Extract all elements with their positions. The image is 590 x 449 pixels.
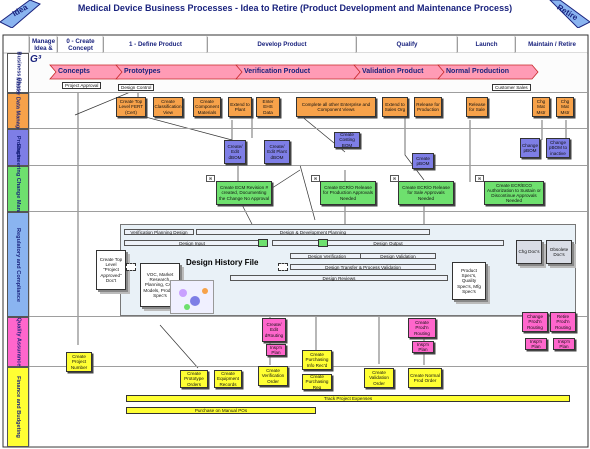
marker-design-input-milestone bbox=[258, 239, 268, 247]
retire-flag: Retire bbox=[542, 0, 590, 28]
qa-create-prodn-routing: Create Prod'n Routing bbox=[408, 318, 436, 338]
ecm-document-icon-3: ✉ bbox=[390, 175, 399, 182]
tag-project-approval: Project Approval bbox=[62, 82, 102, 89]
fin-track-project-expenses: Track Project Expenses bbox=[126, 395, 570, 402]
stage-prototypes: Prototypes bbox=[124, 68, 161, 75]
prod-change-pbom-inactive: Change pBOM to inactive bbox=[546, 138, 570, 158]
ecm-document-icon-1: ✉ bbox=[206, 175, 215, 182]
reg-chg-docs: Chg Doc's bbox=[516, 240, 542, 264]
stage-concepts: Concepts bbox=[58, 68, 90, 75]
marker-doc-start bbox=[126, 263, 136, 271]
marker-transfer-start bbox=[278, 263, 288, 271]
phase-maintain-retire: Maintain / Retire bbox=[515, 37, 588, 52]
lane-band-ecm bbox=[29, 166, 587, 212]
md-extend-to-plant: Extend to Plant bbox=[228, 97, 252, 117]
fin-create-equipment-records: Create Equipment Records bbox=[214, 370, 242, 388]
fin-create-prototype-orders: Create Prototype Orders bbox=[180, 370, 208, 388]
lane-band-products bbox=[29, 129, 587, 166]
fin-create-purchasing-req: Create Purchasing Req bbox=[302, 374, 332, 390]
prod-change-pbom: Change pBOM bbox=[520, 138, 540, 158]
fin-create-verification-order: Create Verification Order bbox=[258, 366, 288, 386]
tag-customer-sales: Customer Sales bbox=[492, 84, 531, 91]
ecm-document-icon-2: ✉ bbox=[311, 175, 320, 182]
fin-create-purchasing-info: Create Purchasing Info Rec'd bbox=[302, 350, 332, 370]
bar-design-validation: Design Validation bbox=[360, 253, 436, 259]
md-complete-all-views: Complete all other Enterprise and Compon… bbox=[296, 97, 376, 117]
qa-create-edit-drouting: Create/ Edit dRouting bbox=[262, 318, 286, 342]
fin-create-validation-order: Create Validation Order bbox=[364, 368, 394, 388]
prod-create-costing-bom: Create Costing BOM bbox=[334, 132, 360, 148]
marker-design-output-milestone bbox=[318, 239, 328, 247]
dhf-folder-icon bbox=[170, 280, 214, 314]
md-release-for-sale: Release for Sale bbox=[466, 97, 488, 117]
lane-label-master-data: Master Data Management bbox=[7, 77, 29, 145]
qa-inspn-plan-3: Insp'n Plan bbox=[525, 338, 547, 350]
diagram-title: Medical Device Business Processes - Idea… bbox=[77, 3, 513, 13]
tag-design-control: Design Control bbox=[118, 84, 155, 91]
md-release-for-production: Release for Production bbox=[414, 97, 442, 117]
fin-create-normal-prod-order: Create Normal Prod Order bbox=[408, 368, 442, 388]
lane-label-business-phase: Business Phase bbox=[7, 52, 29, 94]
lane-label-products: Products bbox=[7, 129, 29, 166]
qa-inspn-plan-4: Insp'n Plan bbox=[553, 338, 575, 350]
md-chg-mat-mstr-2: Chg Mat Mstr bbox=[556, 97, 574, 117]
lane-band-master-data bbox=[29, 93, 587, 129]
stage-normal-production: Normal Production bbox=[446, 68, 510, 75]
md-create-classification-view: Create Classification View bbox=[153, 97, 183, 117]
prod-create-pbom: Create pBOM bbox=[412, 153, 434, 169]
reg-product-specs: Product Spec's, Quality Spec's, Mfg Spec… bbox=[452, 262, 486, 300]
bar-design-input: Design Input bbox=[124, 240, 260, 246]
qa-inspn-plan-2: Insp'n Plan bbox=[412, 341, 434, 353]
ecm-release-for-production: Create ECR/O Release for Production Appr… bbox=[320, 181, 376, 205]
bar-design-output: Design Output bbox=[272, 240, 504, 246]
stage-validation-product: Validation Product bbox=[362, 68, 424, 75]
reg-design-history-file: Design History File bbox=[186, 258, 259, 267]
md-enter-ehs-data: Enter EHS Data bbox=[256, 97, 280, 117]
qa-retire-prodn-routing: Retire Prod'n Routing bbox=[550, 312, 576, 332]
bar-verification-planning: Verification Planning Design bbox=[124, 229, 194, 235]
phase-create-concept: 0 - Create Concept bbox=[57, 37, 103, 52]
ecm-release-for-sale: Create ECR/O Release for Sale Approvals … bbox=[398, 181, 454, 205]
lane-label-regulatory: Regulatory and Compliance bbox=[7, 212, 29, 317]
ecm-authorization-sustain: Create ECR/ECO Authorization to Sustain … bbox=[484, 181, 544, 205]
lane-label-finance: Finance and Budgeting bbox=[7, 367, 29, 447]
bar-design-development-planning: Design & Development Planning bbox=[196, 229, 430, 235]
bar-design-reviews: Design Reviews bbox=[230, 275, 448, 281]
md-create-component-materials: Create Component Materials bbox=[193, 97, 221, 117]
md-chg-mat-mstr-1: Chg Mat Mstr bbox=[532, 97, 550, 117]
stage-verification-product: Verification Product bbox=[244, 68, 311, 75]
phase-qualify: Qualify bbox=[356, 37, 457, 52]
prod-create-edit-dbom: Create/ Edit dBOM bbox=[224, 140, 246, 164]
lane-band-finance bbox=[29, 367, 587, 447]
phase-develop-product: Develop Product bbox=[207, 37, 356, 52]
ecm-document-icon-4: ✉ bbox=[475, 175, 484, 182]
phase-manage-idea: Manage Idea & bbox=[29, 37, 57, 52]
g3-logo: G³ bbox=[30, 54, 42, 65]
ecm-create-ecm: Create ECM Revision # created, Documenti… bbox=[216, 181, 272, 205]
reg-obsolete-docs: Obsolete Doc's bbox=[546, 240, 572, 264]
phase-launch: Launch bbox=[457, 37, 515, 52]
lane-label-quality: Quality Assurance bbox=[7, 317, 29, 367]
reg-create-top-level-doc: Create Top Level "Project Approved" Doc'… bbox=[96, 250, 126, 290]
qa-change-prodn-routing: Change Prod'n Routing bbox=[522, 312, 548, 332]
md-extend-to-sales-org: Extend to Sales Org bbox=[382, 97, 408, 117]
fin-create-project-number: Create Project Number bbox=[66, 352, 92, 372]
fin-purchase-manual-pos: Purchase on Manual POs bbox=[126, 407, 316, 414]
lane-band-regulatory bbox=[29, 212, 587, 317]
bar-design-transfer: Design Transfer & Process Validation bbox=[290, 264, 436, 270]
lane-label-ecm: Engineering Change Management bbox=[7, 144, 29, 234]
phase-define-product: 1 - Define Product bbox=[103, 37, 207, 52]
qa-inspn-plan-1: Insp'n Plan bbox=[266, 344, 286, 356]
md-create-top-level-fert: Create Top Level FERT (Cert) bbox=[116, 97, 146, 117]
idea-flag: Idea bbox=[0, 0, 48, 28]
prod-create-edit-plant-dbom: Create/ Edit Plant dBOM bbox=[264, 140, 290, 164]
bar-design-verification: Design Verification bbox=[290, 253, 364, 259]
